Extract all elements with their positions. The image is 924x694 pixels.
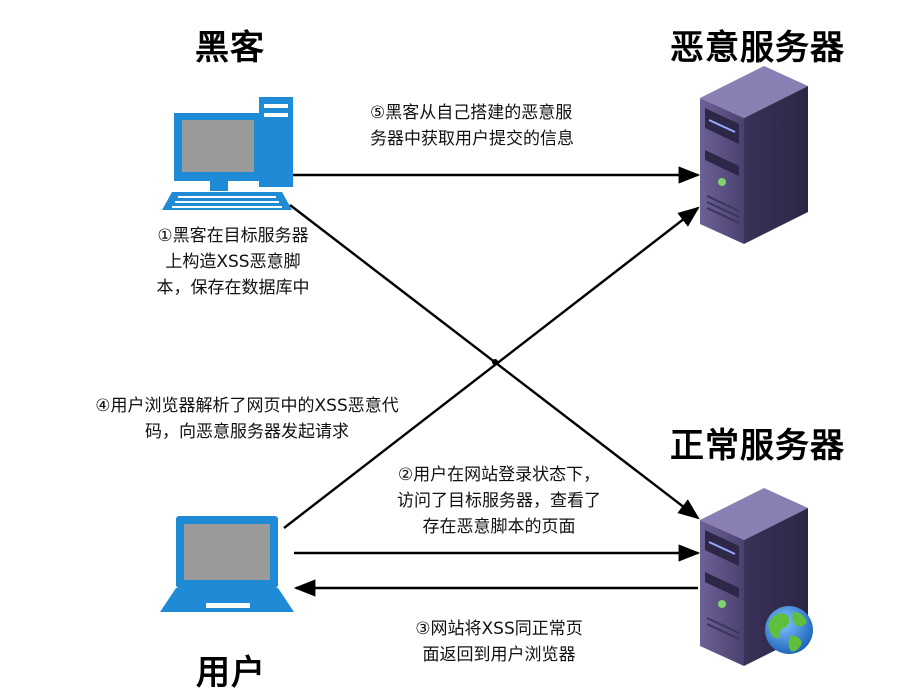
arrow-crossing-dot: [492, 359, 498, 365]
step4-line-2: 码，向恶意服务器发起请求: [145, 422, 349, 442]
step4-line-1: ④用户浏览器解析了网页中的XSS恶意代: [95, 396, 399, 416]
step4-label: ④用户浏览器解析了网页中的XSS恶意代 码，向恶意服务器发起请求: [57, 393, 437, 445]
server-icon: [700, 66, 808, 244]
desktop-computer-icon: [162, 97, 293, 210]
user-title: 用户: [196, 653, 266, 693]
step3-label: ③网站将XSS同正常页 面返回到用户浏览器: [394, 616, 604, 668]
step2-line-2: 访问了目标服务器，查看了: [397, 491, 601, 511]
laptop-icon: [160, 516, 294, 612]
arrow-step4: [283, 206, 700, 529]
step5-label: ⑤黑客从自己搭建的恶意服 务器中获取用户提交的信息: [370, 100, 574, 152]
hacker-title: 黑客: [195, 28, 265, 68]
step1-line-2: 上构造XSS恶意脚: [165, 252, 301, 272]
malicious-server-title: 恶意服务器: [670, 28, 845, 68]
step2-label: ②用户在网站登录状态下， 访问了目标服务器，查看了 存在恶意脚本的页面: [364, 462, 634, 540]
step1-line-1: ①黑客在目标服务器: [157, 226, 309, 246]
normal-server-title: 正常服务器: [670, 426, 845, 466]
diagram-canvas: [160, 66, 813, 666]
step3-line-1: ③网站将XSS同正常页: [415, 619, 583, 639]
step5-line-1: ⑤黑客从自己搭建的恶意服: [370, 103, 573, 123]
step3-line-2: 面返回到用户浏览器: [422, 645, 576, 665]
step1-line-3: 本，保存在数据库中: [156, 278, 310, 298]
globe-icon: [765, 606, 813, 654]
step1-label: ①黑客在目标服务器 上构造XSS恶意脚 本，保存在数据库中: [133, 223, 333, 301]
step5-line-2: 务器中获取用户提交的信息: [370, 129, 574, 149]
step2-line-1: ②用户在网站登录状态下，: [397, 465, 601, 485]
step2-line-3: 存在恶意脚本的页面: [422, 517, 576, 537]
